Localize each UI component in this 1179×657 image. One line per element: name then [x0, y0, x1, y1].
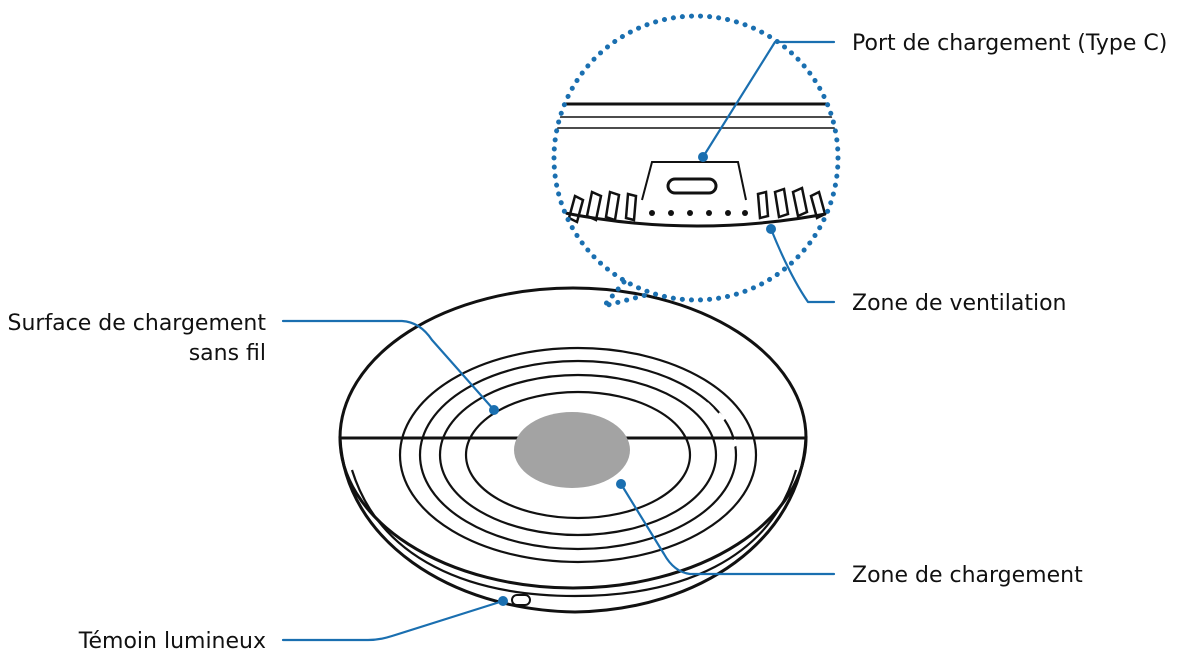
charging-zone-pad: [514, 412, 630, 488]
indicator-light: [511, 594, 531, 606]
ring-3: [438, 373, 718, 537]
leader-surface-dot: [489, 405, 499, 415]
label-port: Port de chargement (Type C): [852, 31, 1167, 56]
labels: Port de chargement (Type C) Zone de vent…: [7, 31, 1167, 654]
leader-indicator-dot: [498, 596, 508, 606]
zoom-pointer: [597, 279, 653, 311]
charger-top-surface: [338, 286, 808, 590]
label-ventilation: Zone de ventilation: [852, 291, 1066, 316]
zoom-content: [554, 16, 838, 300]
zoom-callout: [551, 13, 841, 311]
leader-indicator: [281, 599, 505, 642]
leader-charging-zone: [619, 482, 836, 576]
vent-slits-right: [756, 186, 827, 220]
label-indicator: Témoin lumineux: [78, 629, 266, 654]
charger-base: [338, 436, 808, 614]
charger-rim-line: [350, 469, 798, 598]
leader-charging-zone-dot: [616, 479, 626, 489]
label-charging-zone: Zone de chargement: [852, 563, 1083, 588]
vent-dots: [649, 210, 748, 216]
leader-port-dot: [698, 152, 708, 162]
device-bottom-edge: [559, 210, 837, 228]
zoom-circle-border: [551, 13, 841, 303]
label-surface-line2: sans fil: [189, 341, 266, 366]
leader-ventilation: [769, 227, 836, 304]
usb-c-port-icon: [666, 177, 718, 195]
ring-4: [464, 390, 692, 520]
ring-2: [418, 359, 738, 551]
ring-highlights: [704, 402, 739, 448]
charger-body: [338, 286, 808, 614]
leader-surface: [281, 319, 496, 412]
ring-1: [398, 346, 758, 564]
leader-lines: [281, 40, 836, 642]
leader-port: [701, 40, 836, 159]
label-surface-line1: Surface de chargement: [7, 311, 266, 336]
leader-ventilation-dot: [766, 224, 776, 234]
